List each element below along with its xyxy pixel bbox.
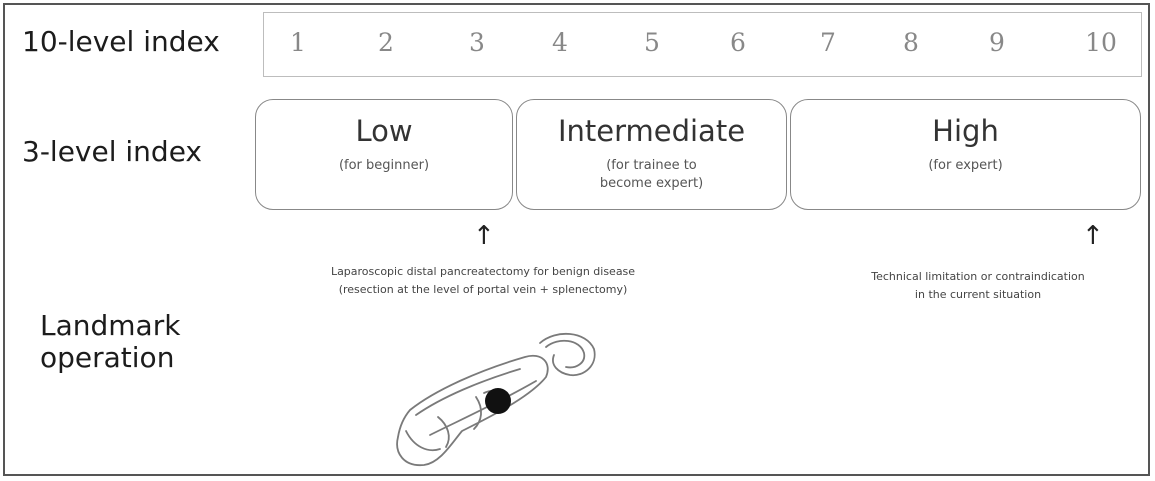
landmark-note-pancreatectomy-line-2: (resection at the level of portal vein +… [248, 281, 718, 299]
landmark-arrow-low: ↑ [473, 223, 495, 249]
landmark-note-pancreatectomy-line-1: Laparoscopic distal pancreatectomy for b… [248, 263, 718, 281]
level-intermediate-subtitle-line-1: (for trainee to [517, 157, 786, 175]
landmark-note-limitation-line-2: in the current situation [808, 286, 1148, 304]
scale-number-7: 7 [808, 28, 848, 57]
scale-number-5: 5 [632, 28, 672, 57]
scale-number-1: 1 [278, 28, 318, 57]
level-intermediate-subtitle: (for trainee to become expert) [517, 157, 786, 193]
pancreas-illustration-icon [380, 325, 620, 470]
landmark-note-limitation-line-1: Technical limitation or contraindication [808, 268, 1148, 286]
dot-marker-icon [485, 388, 511, 414]
level-low-box: Low (for beginner) [255, 99, 513, 210]
scale-number-10: 10 [1081, 28, 1121, 57]
level-high-title: High [791, 114, 1140, 148]
scale-number-6: 6 [718, 28, 758, 57]
level-intermediate-box: Intermediate (for trainee to become expe… [516, 99, 787, 210]
scale-number-8: 8 [891, 28, 931, 57]
landmark-note-pancreatectomy: Laparoscopic distal pancreatectomy for b… [248, 263, 718, 299]
level-high-box: High (for expert) [790, 99, 1141, 210]
level-low-subtitle: (for beginner) [256, 157, 512, 175]
ten-level-label: 10-level index [22, 26, 220, 58]
landmark-label-line-2: operation [40, 342, 180, 374]
three-level-label: 3-level index [22, 136, 202, 168]
landmark-arrow-high: ↑ [1082, 223, 1104, 249]
level-low-title: Low [256, 114, 512, 148]
scale-number-4: 4 [540, 28, 580, 57]
level-intermediate-title: Intermediate [517, 114, 786, 148]
level-high-subtitle: (for expert) [791, 157, 1140, 175]
landmark-label-line-1: Landmark [40, 310, 180, 342]
scale-number-3: 3 [457, 28, 497, 57]
landmark-label: Landmark operation [40, 310, 180, 374]
landmark-note-limitation: Technical limitation or contraindication… [808, 268, 1148, 304]
scale-number-2: 2 [366, 28, 406, 57]
level-intermediate-subtitle-line-2: become expert) [517, 175, 786, 193]
scale-number-9: 9 [977, 28, 1017, 57]
